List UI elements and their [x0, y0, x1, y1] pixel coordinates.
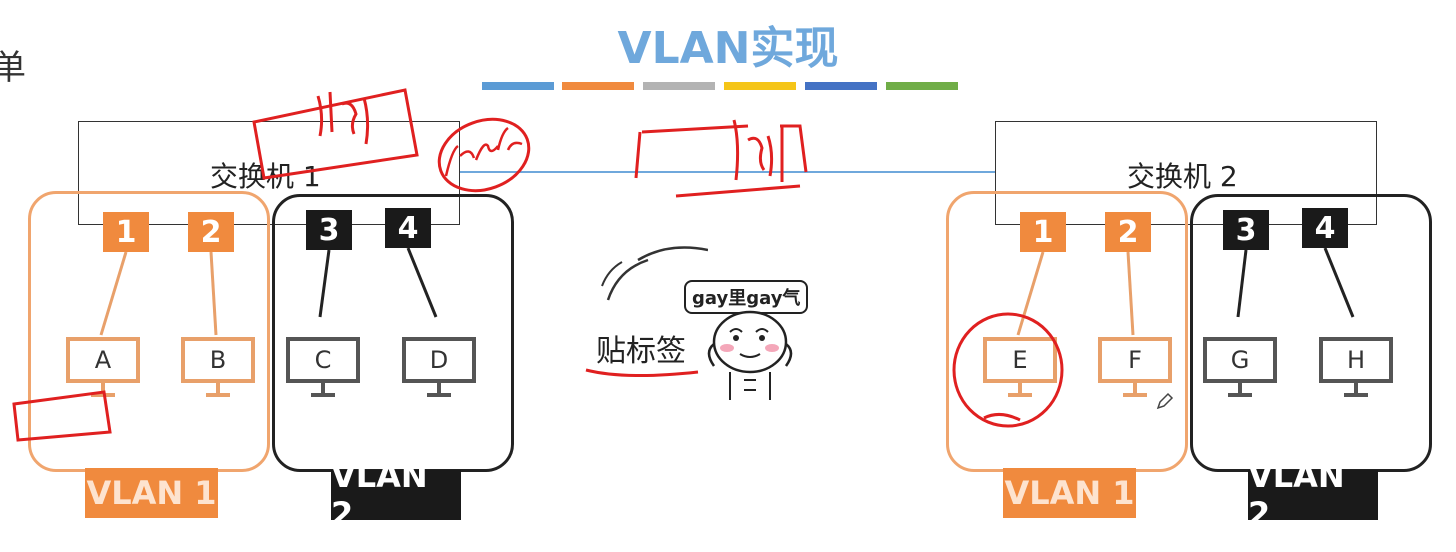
- switch2-port-4: 4: [1302, 208, 1348, 248]
- switch1-port-2: 2: [188, 212, 234, 252]
- switch2-port-3: 3: [1223, 210, 1269, 250]
- switch1-port-3: 3: [306, 210, 352, 250]
- host-H-base: [1344, 393, 1368, 397]
- switch2-port-1: 1: [1020, 212, 1066, 252]
- stripe-orange: [562, 82, 634, 90]
- switch-2-label: 交换机 2: [1127, 160, 1238, 193]
- link-2-F: [1126, 251, 1135, 336]
- host-D-screen: D: [402, 337, 476, 383]
- stripe-gray: [643, 82, 715, 90]
- switch1-port-4: 4: [385, 208, 431, 248]
- host-A-stand: [101, 383, 105, 393]
- host-G-screen: G: [1203, 337, 1277, 383]
- meme-face-icon: [707, 310, 793, 400]
- host-H-screen: H: [1319, 337, 1393, 383]
- tag-annotation-text: 贴标签: [596, 334, 686, 369]
- link-4-H: [1323, 247, 1355, 318]
- host-A-screen: A: [66, 337, 140, 383]
- host-G-stand: [1238, 383, 1242, 393]
- vlan1-label-left: VLAN 1: [85, 468, 218, 518]
- switch2-port-2: 2: [1105, 212, 1151, 252]
- host-B-stand: [216, 383, 220, 393]
- host-F-base: [1123, 393, 1147, 397]
- host-F: F: [1098, 337, 1172, 397]
- meme-speech-bubble: gay里gay气: [684, 280, 809, 314]
- host-E: E: [983, 337, 1057, 397]
- host-B-screen: B: [181, 337, 255, 383]
- host-E-screen: E: [983, 337, 1057, 383]
- host-G-base: [1228, 393, 1252, 397]
- trunk-link: [459, 171, 996, 173]
- host-E-base: [1008, 393, 1032, 397]
- vlan2-label-right: VLAN 2: [1248, 457, 1378, 533]
- stripe-green: [886, 82, 958, 90]
- link-3-C: [318, 249, 331, 318]
- host-C-base: [311, 393, 335, 397]
- host-C: C: [286, 337, 360, 397]
- edge-partial-char: 单: [0, 48, 26, 88]
- host-F-screen: F: [1098, 337, 1172, 383]
- link-1-A: [99, 251, 128, 336]
- host-D: D: [402, 337, 476, 397]
- vlan1-label-right: VLAN 1: [1003, 468, 1136, 518]
- host-H: H: [1319, 337, 1393, 397]
- host-D-stand: [437, 383, 441, 393]
- host-A: A: [66, 337, 140, 397]
- stripe-darkblue: [805, 82, 877, 90]
- switch-1-box: [78, 121, 460, 225]
- link-1-E: [1016, 251, 1045, 336]
- stripe-blue: [482, 82, 554, 90]
- host-B: B: [181, 337, 255, 397]
- link-4-D: [406, 247, 438, 318]
- switch1-port-1: 1: [103, 212, 149, 252]
- slide-title: VLAN实现: [617, 23, 839, 74]
- host-C-screen: C: [286, 337, 360, 383]
- host-F-stand: [1133, 383, 1137, 393]
- pen-cursor-icon: [1156, 392, 1174, 410]
- host-B-base: [206, 393, 230, 397]
- host-G: G: [1203, 337, 1277, 397]
- motion-lines-icon: [601, 246, 708, 301]
- host-E-stand: [1018, 383, 1022, 393]
- host-D-base: [427, 393, 451, 397]
- host-C-stand: [321, 383, 325, 393]
- host-H-stand: [1354, 383, 1358, 393]
- link-3-G: [1236, 249, 1248, 318]
- link-2-B: [209, 251, 218, 336]
- stripe-yellow: [724, 82, 796, 90]
